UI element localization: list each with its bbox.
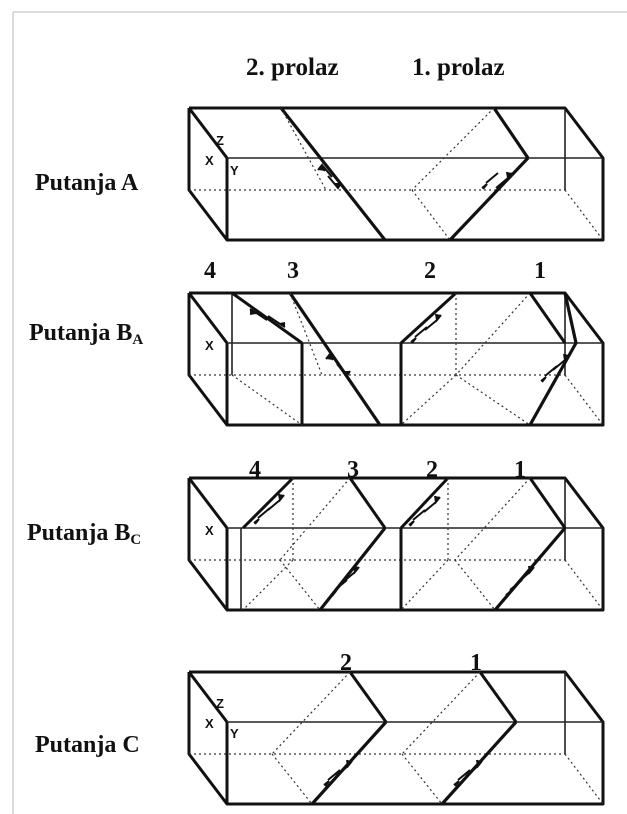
route-ba-x-axis: X — [205, 338, 214, 353]
pass-2-label: 2. prolaz — [246, 54, 339, 81]
route-c-billet — [187, 670, 605, 806]
route-c-number-1: 1 — [470, 650, 482, 676]
route-ba-number-1: 1 — [534, 258, 546, 284]
route-a-x-axis: X — [205, 153, 214, 168]
route-c-label: Putanja C — [35, 732, 140, 758]
route-c-number-2: 2 — [340, 650, 352, 676]
route-ba-number-4: 4 — [204, 258, 216, 284]
route-c-x-axis: X — [205, 716, 214, 731]
route-c-z-axis: Z — [216, 696, 224, 711]
route-bc-billet — [187, 476, 605, 612]
route-a-y-axis: Y — [230, 163, 239, 178]
route-a-billet — [187, 106, 605, 242]
route-ba-number-3: 3 — [287, 258, 299, 284]
route-c-y-axis: Y — [230, 726, 239, 741]
route-a-z-axis: Z — [216, 133, 224, 148]
route-ba-billet — [187, 291, 605, 427]
route-a-label: Putanja A — [35, 170, 139, 196]
pass-1-label: 1. prolaz — [412, 54, 505, 81]
route-ba-label: Putanja BA — [29, 320, 143, 348]
route-ba-number-2: 2 — [424, 258, 436, 284]
route-bc-label: Putanja BC — [27, 520, 141, 548]
route-bc-x-axis: X — [205, 523, 214, 538]
